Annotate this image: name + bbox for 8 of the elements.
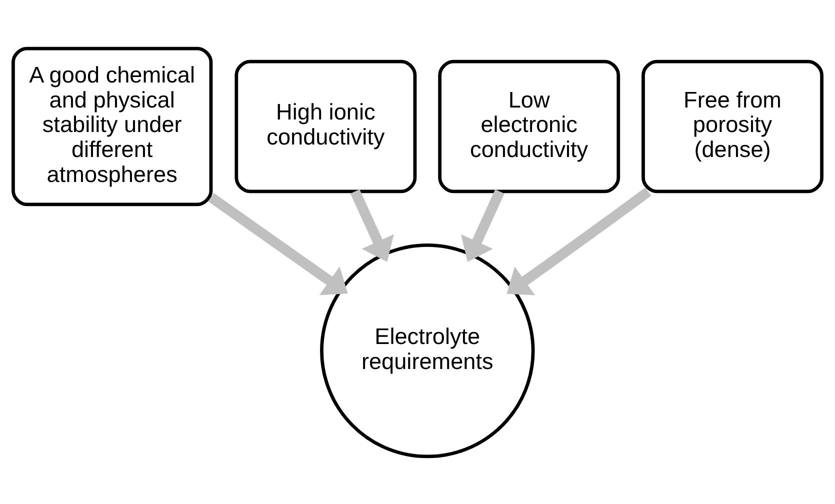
- arrow: [208, 192, 348, 295]
- arrow: [350, 188, 394, 262]
- node-box: A good chemical and physical stability under different atmospheres: [12, 46, 213, 206]
- node-box: High ionic conductivity: [234, 59, 417, 193]
- arrow: [460, 188, 504, 262]
- node-box: Low electronic conductivity: [438, 59, 620, 193]
- arrow: [506, 186, 652, 295]
- node-box: Free from porosity (dense): [642, 59, 824, 193]
